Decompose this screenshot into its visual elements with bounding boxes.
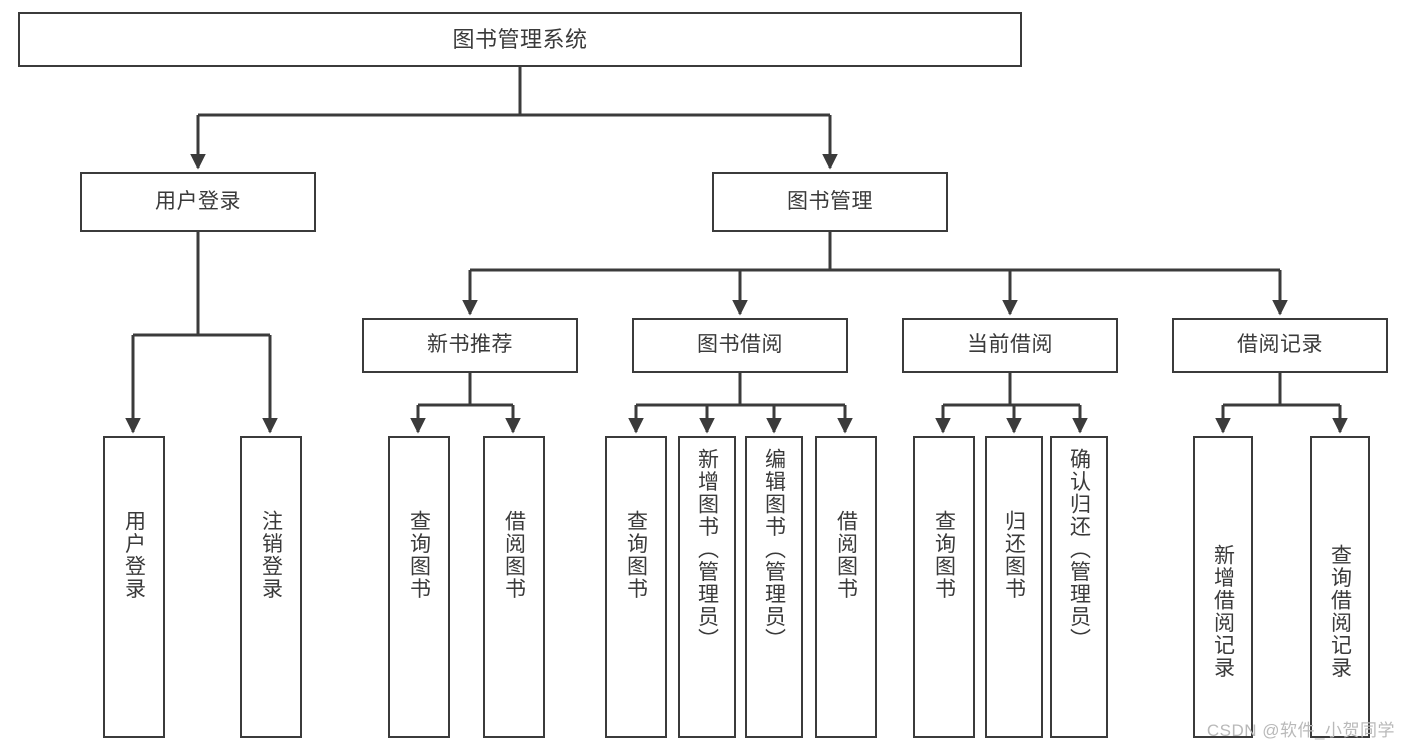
leaf-add-book-admin[interactable]: 新增图书（管理员） xyxy=(678,436,736,738)
leaf-user-login[interactable]: 用户登录 xyxy=(103,436,165,738)
leaf-borrow-book-newbook[interactable]: 借阅图书 xyxy=(483,436,545,738)
leaf-query-book-newbook[interactable]: 查询图书 xyxy=(388,436,450,738)
leaf-add-borrow-record[interactable]: 新增借阅记录 xyxy=(1193,436,1253,738)
leaf-logout[interactable]: 注销登录 xyxy=(240,436,302,738)
node-label: 确认归还（管理员） xyxy=(1067,448,1091,651)
watermark: CSDN @软件_小贺同学 xyxy=(1206,721,1395,740)
node-label: 新增图书（管理员） xyxy=(695,448,719,651)
node-root-system[interactable]: 图书管理系统 xyxy=(18,12,1022,67)
node-label: 新增借阅记录 xyxy=(1211,544,1235,679)
leaf-return-book[interactable]: 归还图书 xyxy=(985,436,1043,738)
node-label: 查询借阅记录 xyxy=(1328,544,1352,679)
node-label: 当前借阅 xyxy=(967,333,1053,357)
node-label: 图书管理 xyxy=(787,189,873,213)
node-label: 图书管理系统 xyxy=(452,26,588,52)
node-label: 用户登录 xyxy=(122,510,146,600)
leaf-edit-book-admin[interactable]: 编辑图书（管理员） xyxy=(745,436,803,738)
node-label: 新书推荐 xyxy=(427,333,513,357)
node-user-login[interactable]: 用户登录 xyxy=(80,172,316,232)
node-label: 查询图书 xyxy=(624,510,648,600)
leaf-query-book-borrow[interactable]: 查询图书 xyxy=(605,436,667,738)
leaf-query-book-current[interactable]: 查询图书 xyxy=(913,436,975,738)
node-book-management[interactable]: 图书管理 xyxy=(712,172,948,232)
node-label: 用户登录 xyxy=(155,189,241,213)
node-label: 借阅记录 xyxy=(1237,333,1323,357)
node-label: 图书借阅 xyxy=(697,333,783,357)
node-label: 查询图书 xyxy=(932,510,956,600)
node-new-book-recommend[interactable]: 新书推荐 xyxy=(362,318,578,373)
node-label: 查询图书 xyxy=(407,510,431,600)
node-label: 借阅图书 xyxy=(834,510,858,600)
leaf-query-borrow-record[interactable]: 查询借阅记录 xyxy=(1310,436,1370,738)
node-current-borrow[interactable]: 当前借阅 xyxy=(902,318,1118,373)
node-borrow-record[interactable]: 借阅记录 xyxy=(1172,318,1388,373)
node-label: 编辑图书（管理员） xyxy=(762,448,786,651)
leaf-confirm-return-admin[interactable]: 确认归还（管理员） xyxy=(1050,436,1108,738)
leaf-borrow-book[interactable]: 借阅图书 xyxy=(815,436,877,738)
node-label: 借阅图书 xyxy=(502,510,526,600)
node-book-borrow[interactable]: 图书借阅 xyxy=(632,318,848,373)
node-label: 归还图书 xyxy=(1002,510,1026,600)
node-label: 注销登录 xyxy=(259,510,283,600)
